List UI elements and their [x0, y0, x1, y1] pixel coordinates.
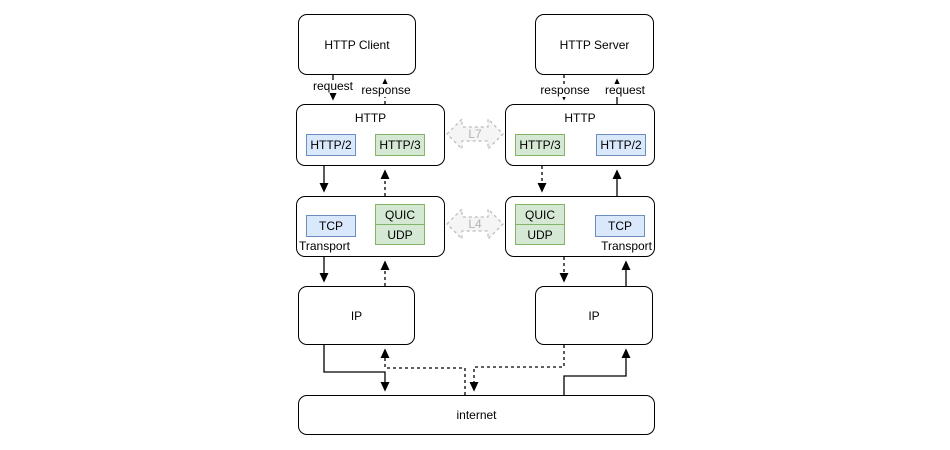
transport-label-right: Transport [601, 239, 652, 253]
quic-chip-left: QUIC [375, 204, 425, 225]
udp-chip-left: UDP [375, 224, 425, 245]
request-label-left: request [310, 79, 356, 93]
l4-label: L4 [468, 217, 482, 231]
response-label-left: response [359, 83, 413, 97]
arrow-ip-to-internet-left [323, 345, 390, 392]
dashed-arrow-internet-to-ip-left [380, 348, 466, 395]
l7-label: L7 [468, 127, 482, 141]
tcp-chip-left: TCP [306, 215, 356, 237]
http-client-title: HTTP Client [324, 37, 390, 52]
http-client-box: HTTP Client [298, 14, 416, 75]
quic-chip-right: QUIC [515, 204, 565, 225]
http2-chip-left: HTTP/2 [306, 134, 356, 156]
http3-chip-right: HTTP/3 [515, 134, 565, 156]
arrow-internet-to-ip-right [563, 348, 631, 395]
internet-title: internet [456, 408, 497, 422]
ip-title-left: IP [350, 308, 363, 323]
dashed-arrow-ip-to-internet-right [469, 345, 565, 392]
http-layer-title-left: HTTP [354, 111, 387, 125]
udp-chip-right: UDP [515, 224, 565, 245]
ip-box-left: IP [298, 286, 415, 345]
http3-chip-left: HTTP/3 [375, 134, 425, 156]
tcp-chip-right: TCP [595, 215, 645, 237]
http-server-box: HTTP Server [535, 14, 654, 75]
http-layer-title-right: HTTP [564, 111, 596, 125]
transport-label-left: Transport [299, 239, 350, 253]
ip-box-right: IP [535, 286, 653, 345]
internet-box: internet [298, 395, 655, 435]
http-server-title: HTTP Server [559, 37, 630, 52]
ip-title-right: IP [588, 308, 600, 323]
request-label-right: request [602, 83, 648, 97]
response-label-right: response [538, 83, 592, 97]
http2-chip-right: HTTP/2 [596, 134, 646, 156]
